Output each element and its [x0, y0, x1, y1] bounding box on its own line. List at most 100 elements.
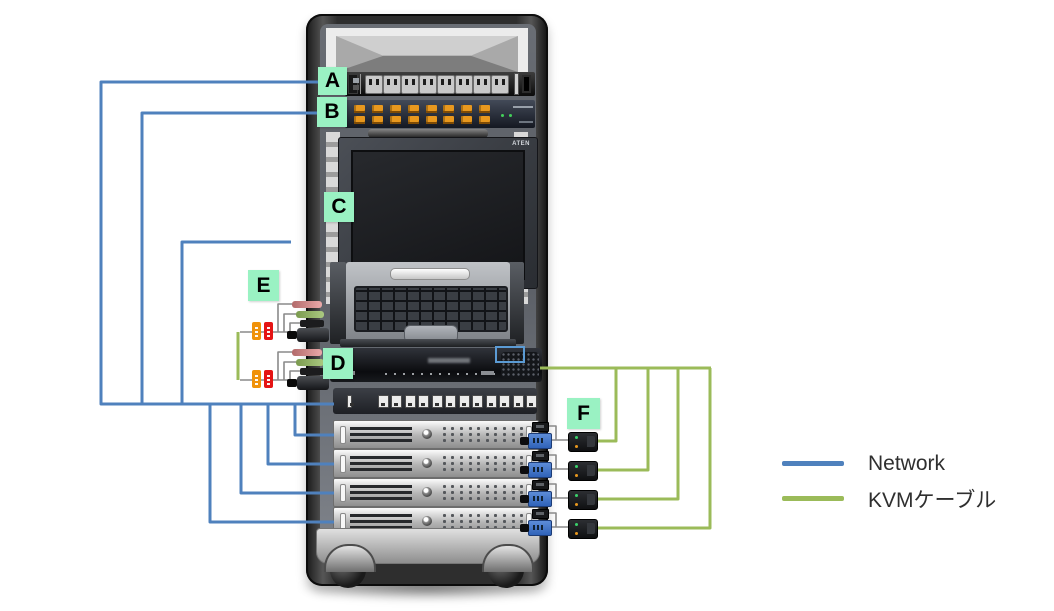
sdot: [442, 514, 446, 517]
monitor-brand-logo: ATEN: [512, 141, 530, 147]
sdot: [468, 433, 472, 436]
kled: [475, 373, 477, 375]
sdot: [459, 520, 463, 523]
sdot: [477, 433, 481, 436]
kled: [439, 373, 441, 375]
kvm-button: [481, 371, 494, 375]
sdot: [494, 520, 498, 523]
sdot: [494, 497, 498, 500]
sdot: [511, 427, 515, 430]
sdot: [502, 485, 506, 488]
sdot: [485, 497, 489, 500]
network-switch-b: [345, 100, 535, 128]
sdot: [459, 456, 463, 459]
kvm-switch-d: [330, 346, 542, 382]
tray-indicator-bar: [390, 268, 470, 280]
server-vent-dots: [440, 427, 526, 442]
sdot: [451, 520, 455, 523]
sdot: [442, 526, 446, 529]
dongle-led-orange: [575, 532, 578, 535]
usb-plug: [300, 320, 324, 327]
sdot: [468, 485, 472, 488]
sdot: [442, 433, 446, 436]
sdot: [502, 514, 506, 517]
sdot: [468, 491, 472, 494]
sdot: [485, 491, 489, 494]
vga-connector: [520, 433, 552, 449]
sdot: [459, 439, 463, 442]
outlet: [364, 74, 383, 94]
pport: [512, 394, 524, 408]
sdot: [477, 514, 481, 517]
sdot: [520, 433, 524, 436]
sdot: [485, 439, 489, 442]
sdot: [520, 514, 524, 517]
sdot: [459, 526, 463, 529]
dongle-led-orange: [575, 445, 578, 448]
sdot: [485, 462, 489, 465]
sdot: [451, 456, 455, 459]
dongle-row-2: [520, 449, 610, 481]
sdot: [451, 497, 455, 500]
sdot: [511, 433, 515, 436]
sdot: [485, 520, 489, 523]
sdot: [502, 491, 506, 494]
pport: [445, 394, 456, 408]
sport: [479, 115, 491, 124]
pport: [485, 394, 497, 408]
sdot: [468, 497, 472, 500]
switch-port-grid: [354, 104, 492, 124]
outlet: [418, 74, 437, 94]
sport: [461, 115, 473, 124]
server-unit-3: [333, 478, 539, 507]
sdot: [502, 526, 506, 529]
outlet: [436, 74, 455, 94]
label-c: C: [324, 192, 354, 222]
sdot: [485, 468, 489, 471]
sdot: [485, 427, 489, 430]
usb-connector: [532, 451, 549, 461]
sdot: [485, 514, 489, 517]
audio-plug-green: [296, 311, 324, 318]
pport: [404, 394, 416, 408]
monitor-hinge: [368, 129, 488, 138]
sdot: [511, 526, 515, 529]
legend-label: KVMケーブル: [868, 488, 997, 512]
switch-led: [501, 114, 504, 117]
outlet: [472, 74, 491, 94]
outlet: [490, 74, 509, 94]
caster-fender: [324, 544, 376, 572]
kled: [421, 373, 423, 375]
sdot: [442, 427, 446, 430]
sport: [425, 115, 437, 124]
legend-row-kvm: KVMケーブル: [782, 481, 996, 516]
sdot: [442, 439, 446, 442]
patch-panel: [333, 388, 537, 414]
sdot: [520, 491, 524, 494]
audio-plug-pink: [292, 349, 322, 356]
legend: Network KVMケーブル: [782, 446, 996, 516]
kled: [385, 373, 387, 375]
dongle-led-green: [575, 494, 578, 497]
kled: [394, 373, 396, 375]
sdot: [511, 485, 515, 488]
sdot: [485, 485, 489, 488]
sdot: [442, 491, 446, 494]
sdot: [442, 468, 446, 471]
switch-status-panel: [499, 104, 533, 124]
sport: [389, 115, 401, 124]
sdot: [494, 491, 498, 494]
rack-top-bevel: [336, 36, 518, 72]
label-d: D: [323, 348, 353, 379]
tray-rail-left: [330, 262, 346, 344]
switch-led: [509, 114, 512, 117]
label-e: E: [248, 270, 279, 301]
server-ear: [340, 484, 346, 502]
server-unit-2: [333, 449, 539, 478]
server-power-button: [422, 458, 432, 468]
sdot: [511, 462, 515, 465]
sdot: [468, 526, 472, 529]
caster-wheel-right: [482, 544, 534, 590]
dongle-row-1: [520, 420, 610, 452]
server-power-button: [422, 429, 432, 439]
